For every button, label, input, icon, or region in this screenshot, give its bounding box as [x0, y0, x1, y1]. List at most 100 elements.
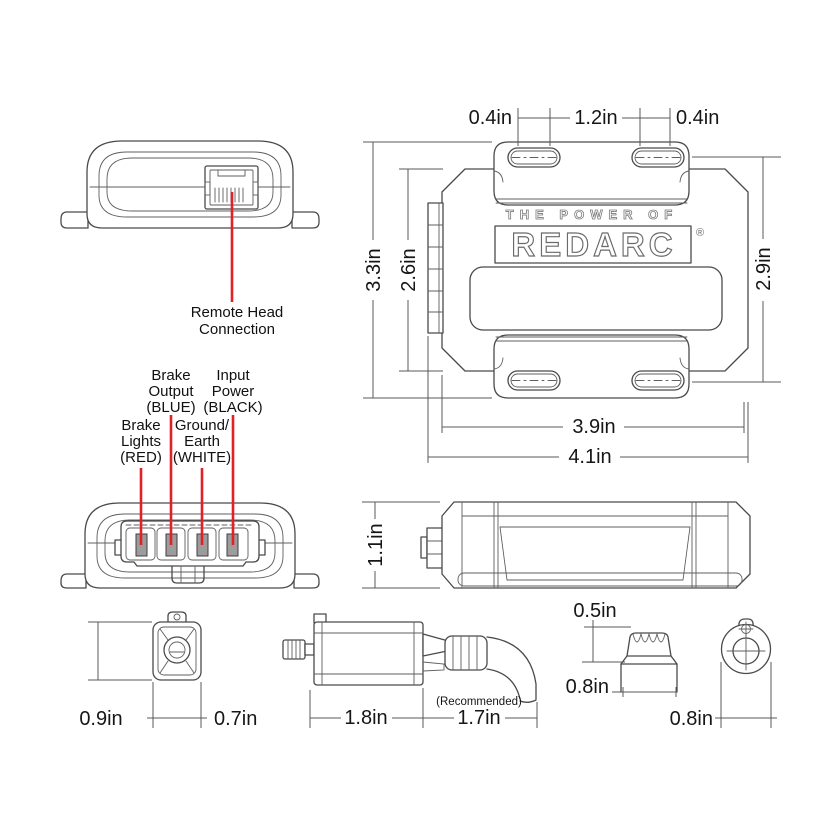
mounting-slot-bottom-left: [507, 370, 561, 391]
knob-scallops: [632, 633, 666, 643]
end-view-remote-head-port: Remote Head Connection: [60, 140, 320, 338]
remote-head-side-view: 1.8in 1.7in (Recommended): [282, 613, 538, 729]
dim-label-cable-bend: 1.7in: [457, 707, 500, 729]
remote-head-label-line1: Remote Head: [191, 304, 284, 321]
housing-inner-1: [98, 151, 282, 218]
cable: [486, 636, 537, 703]
ground-earth-line3: (WHITE): [173, 449, 231, 466]
ground-earth-line1: Ground/: [175, 417, 230, 434]
rj45-port: [204, 165, 259, 210]
connector-tongue: [171, 565, 205, 584]
housing-inner-1: [96, 513, 284, 579]
mounting-slot-top-left: [507, 147, 561, 168]
dim-slot-spacing: 0.4in 1.2in 0.4in: [469, 106, 719, 146]
dim-label-body-height: 2.6in: [398, 248, 420, 291]
head-inner: [157, 626, 197, 676]
dim-cap-height: 0.5in: [573, 600, 631, 663]
dim-overall-height: 3.3in: [361, 141, 492, 399]
dim-label-cap-height: 0.5in: [573, 600, 616, 622]
remote-head-connection-label: Remote Head Connection: [191, 304, 284, 338]
dim-label-side-height: 1.1in: [365, 523, 387, 566]
redarc-logo: REDARC ®: [494, 225, 704, 264]
dim-body-width: 3.9in: [441, 375, 745, 439]
knob-side-view: 0.5in 0.8in: [566, 600, 678, 698]
dim-label-slot-left: 0.4in: [469, 107, 512, 129]
mounting-slot-bottom-right: [631, 370, 685, 391]
housing-inner-2: [104, 519, 276, 573]
dim-head-length-and-bend: 1.8in 1.7in (Recommended): [309, 688, 538, 729]
dim-label-rear-height: 0.9in: [79, 708, 122, 730]
dim-rear-height: 0.9in: [79, 621, 152, 730]
mount-flange-right: [293, 573, 320, 589]
mount-flange-right: [291, 211, 320, 229]
input-power-line3: (BLACK): [203, 399, 262, 416]
dim-label-knob-diameter: 0.8in: [670, 708, 713, 730]
tab-corner-curl-left: [493, 170, 504, 183]
latch-lower: [422, 661, 445, 672]
brake-lights-line1: Brake: [121, 417, 160, 434]
dim-body-height: 2.6in: [396, 168, 443, 372]
adjuster-knurl: [282, 639, 306, 660]
mount-flange-left: [60, 573, 87, 589]
dim-side-height: 1.1in: [362, 501, 440, 589]
connector-tab: [426, 527, 444, 569]
brake-lights-line3: (RED): [120, 449, 162, 466]
dim-knob-width: 0.8in: [566, 676, 677, 698]
connector-nub: [420, 536, 428, 559]
knob-shaft-inner: [168, 641, 186, 659]
knob-front-view: 0.8in: [670, 618, 777, 730]
registered-mark: ®: [696, 227, 704, 239]
brake-output-line2: Output: [148, 383, 194, 400]
redarc-logo-text: REDARC: [511, 226, 676, 263]
crosshair: [726, 631, 766, 671]
side-view: 1.1in: [362, 501, 751, 589]
mounting-slot-top-right: [631, 147, 685, 168]
mount-flange-left: [60, 211, 89, 229]
cross-braces: [159, 628, 195, 674]
tab-corner-curl-right: [679, 357, 690, 370]
tab-corner-curl-right: [679, 170, 690, 183]
dim-knob-diameter: 0.8in: [670, 662, 777, 730]
dim-overall-width: 4.1in: [427, 336, 749, 469]
knob-shaft-outer: [163, 636, 191, 664]
dim-label-overall-width: 4.1in: [568, 446, 611, 468]
mounting-tab-top: [493, 141, 690, 206]
input-power-line2: Power: [212, 383, 255, 400]
remote-head-rear-view: 0.9in 0.7in: [79, 611, 257, 730]
panel-lines: [461, 515, 729, 581]
housing-inner-2: [106, 157, 274, 212]
dim-label-mount-span: 2.9in: [753, 247, 775, 290]
adjuster-shaft: [304, 643, 315, 656]
cable-boot: [444, 635, 488, 671]
housing-outline: [86, 140, 294, 229]
connector-tongue-detail: [180, 565, 196, 584]
remote-head-label-line2: Connection: [199, 321, 275, 338]
brake-lights-line2: Lights: [121, 433, 161, 450]
dim-label-overall-height: 3.3in: [363, 248, 385, 291]
top-bump: [167, 611, 187, 622]
base-strip: [457, 572, 743, 587]
dim-label-slot-span: 1.2in: [574, 107, 617, 129]
dim-rear-width: 0.7in: [147, 682, 257, 730]
ground-earth-line2: Earth: [184, 433, 220, 450]
dim-label-rear-width: 0.7in: [214, 708, 257, 730]
knob-cap: [626, 632, 672, 657]
top-view: THE POWER OF REDARC ®: [361, 106, 781, 469]
brake-output-line1: Brake: [151, 367, 190, 384]
brand-tagline: THE POWER OF: [506, 207, 678, 222]
knob-body: [620, 663, 678, 693]
dim-label-head-length: 1.8in: [344, 707, 387, 729]
input-power-line1: Input: [216, 367, 250, 384]
head-outline: [152, 621, 202, 681]
tab-edge-lines: [493, 501, 697, 589]
head-housing: [313, 621, 424, 686]
end-view-wiring-connector: Brake Output (BLUE) Input Power (BLACK) …: [60, 367, 320, 589]
brake-lights-label: Brake Lights (RED): [120, 417, 162, 466]
body-outline: [441, 501, 751, 589]
brake-output-label: Brake Output (BLUE): [146, 367, 195, 416]
heatsink-fins: [427, 202, 444, 334]
tab-corner-curl-left: [493, 357, 504, 370]
dim-note-recommended: (Recommended): [436, 696, 522, 708]
